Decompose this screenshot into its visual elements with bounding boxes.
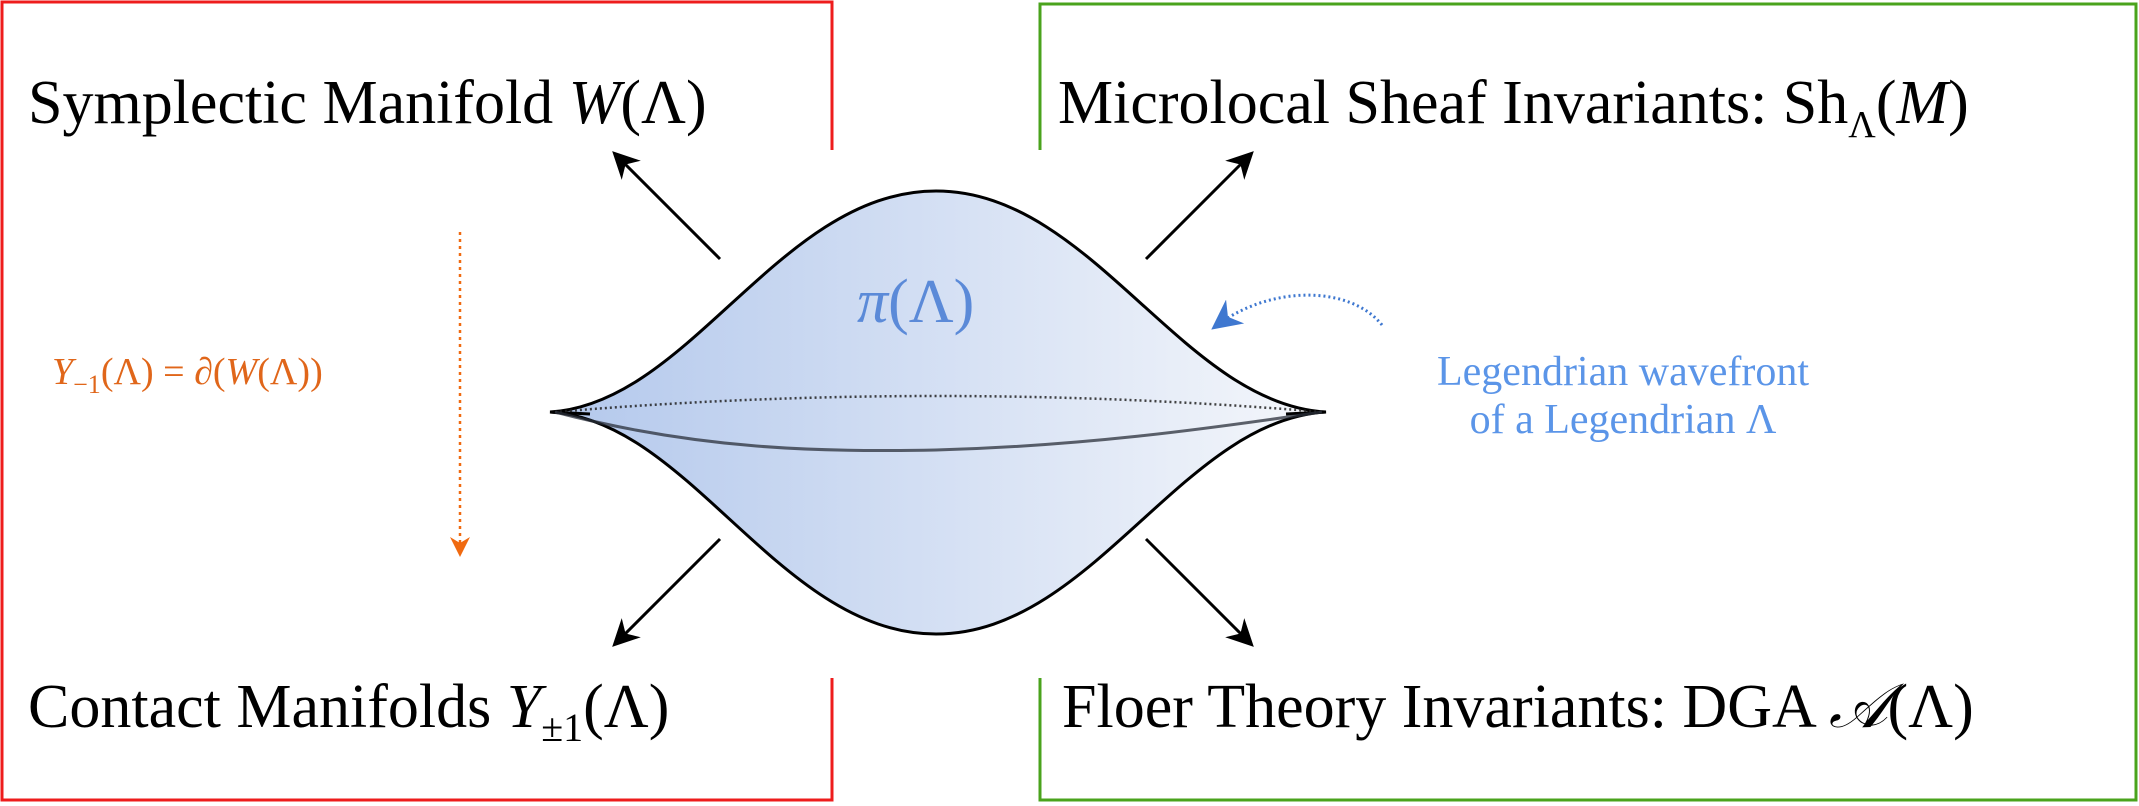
legendrian-wavefront-shape <box>549 189 1327 636</box>
contact-manifolds-label: Contact Manifolds Y±1(Λ) <box>28 673 669 750</box>
symplectic-manifold-label: Symplectic Manifold W(Λ) <box>28 69 707 137</box>
wavefront-annotation-line1: Legendrian wavefront <box>1437 349 1809 395</box>
arrow-to-contact <box>612 537 722 647</box>
boundary-relation-label: Y−1(Λ) = ∂(W(Λ)) <box>52 351 323 399</box>
projection-label: π(Λ) <box>857 268 974 336</box>
floer-theory-label: Floer Theory Invariants: DGA 𝒜(Λ) <box>1062 673 1974 741</box>
microlocal-sheaf-label: Microlocal Sheaf Invariants: ShΛ(M) <box>1058 69 1969 146</box>
wavefront-front-curve <box>554 410 1323 453</box>
wavefront-annotation-line2: of a Legendrian Λ <box>1470 397 1777 443</box>
symplectic-side-frame <box>0 0 834 802</box>
arrow-to-floer <box>1144 537 1254 647</box>
wavefront-pointer-arrow <box>1211 293 1384 330</box>
arrow-to-microlocal <box>1144 151 1254 261</box>
arrow-to-symplectic <box>612 151 722 261</box>
invariants-side-frame <box>1038 2 2138 802</box>
